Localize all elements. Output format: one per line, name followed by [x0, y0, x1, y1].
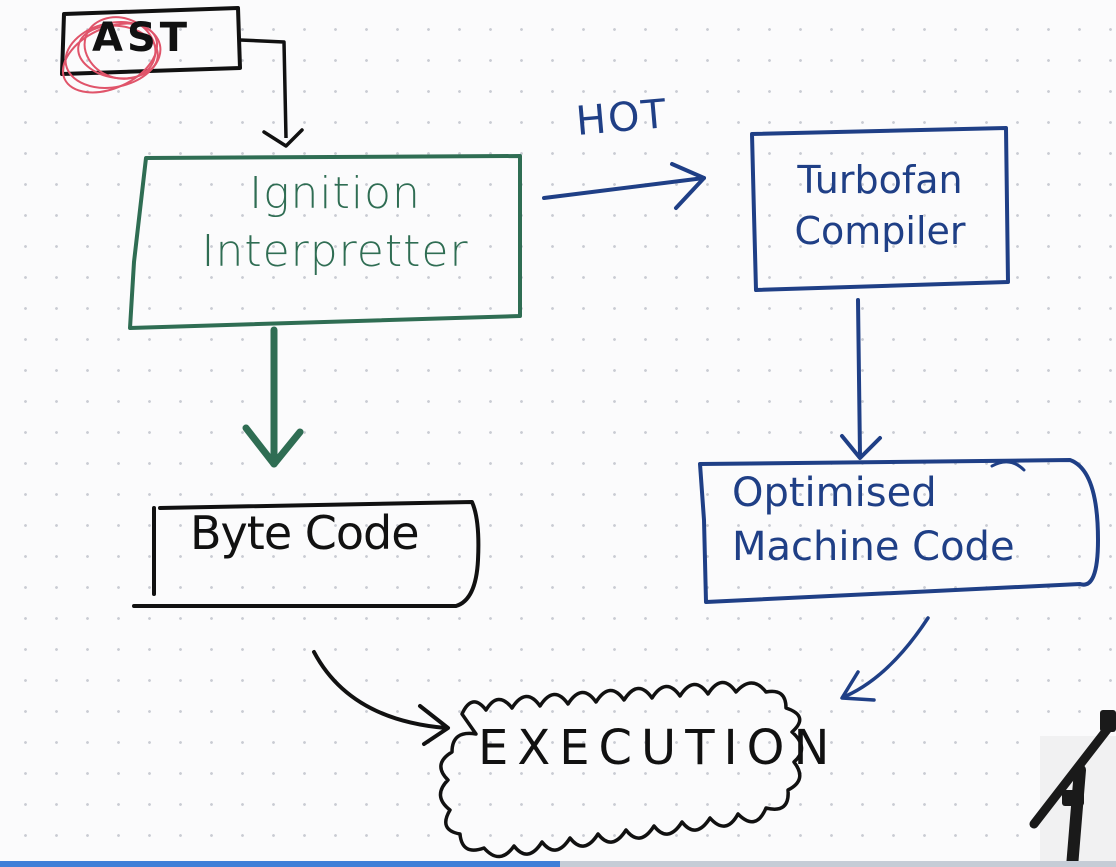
optimised-box [698, 458, 1100, 604]
ast-box [60, 6, 242, 94]
arrowhead-bytecode-to-execution [418, 704, 450, 746]
turbofan-box [750, 126, 1010, 292]
arrowhead-ignition-to-bytecode [242, 424, 304, 468]
progress-bar-remaining [560, 861, 1116, 867]
arrowhead-hot [670, 162, 706, 210]
optimised-machine-code-label: Optimised Machine Code [732, 470, 1015, 570]
ast-label: AST [92, 15, 192, 61]
execution-label: EXECUTION [478, 720, 839, 776]
arrow-turbofan-to-optimised [856, 298, 862, 458]
arrowhead-turbofan-to-optimised [840, 434, 882, 460]
arrow-optimised-to-execution [844, 616, 930, 698]
arrow-bytecode-to-execution [312, 650, 448, 730]
execution-cloud [438, 680, 804, 859]
ast-highlight-scribble [61, 16, 162, 94]
turbofan-compiler-label: Turbofan Compiler [794, 158, 966, 254]
bytecode-box [132, 500, 481, 608]
ignition-interpretter-label: Ignition Interpretter [201, 168, 469, 278]
arrowhead-optimised-to-execution [840, 670, 876, 702]
arrow-ast-to-ignition [239, 38, 288, 139]
bytecode-label: Byte Code [190, 506, 420, 560]
ignition-box [128, 154, 522, 330]
progress-bar[interactable] [0, 861, 1116, 867]
arrowhead-ast-to-ignition [262, 128, 304, 148]
arrow-hot [542, 176, 706, 200]
